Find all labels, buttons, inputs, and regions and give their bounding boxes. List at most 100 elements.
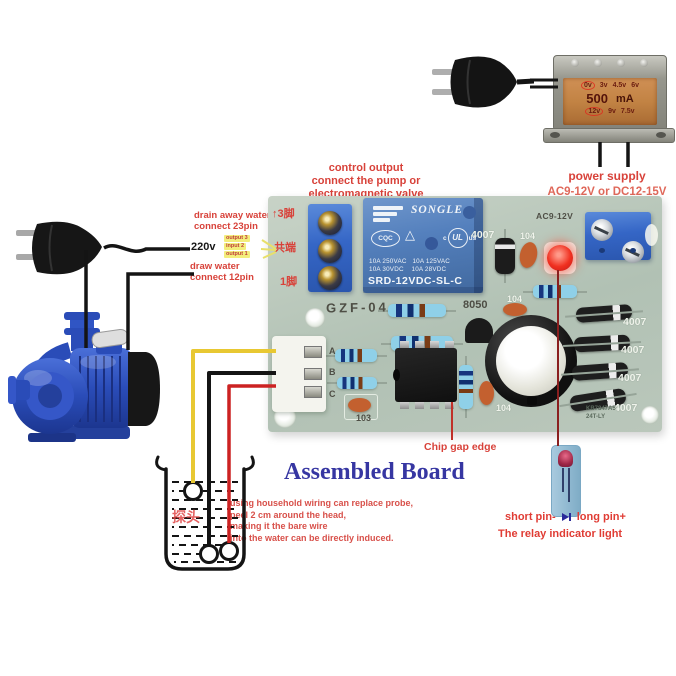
tap-9v: 9v: [608, 108, 616, 115]
tap-3v: 3v: [599, 82, 608, 89]
diode-label: 4007: [618, 372, 642, 384]
beaker-outline: [164, 467, 246, 571]
ac-terminal-block: [585, 212, 651, 263]
probe-ring: [183, 481, 203, 501]
pin-polarity-row: short pin- long pin+: [505, 511, 626, 524]
power-led: [547, 245, 573, 271]
current-unit: mA: [615, 92, 634, 105]
transformer-taps-bottom: 12v 9v 7.5v: [563, 107, 657, 116]
mount-hole: [305, 308, 325, 328]
led-dome: [645, 224, 658, 246]
probe-ring: [199, 544, 219, 564]
wire-tags: output 3 input 2 output 1: [224, 235, 250, 259]
cap-104-label: 104: [520, 231, 536, 241]
transformer-current: 500 mA: [563, 91, 657, 106]
board-date-code: KB7847A5 24T-LY: [586, 406, 616, 420]
relay-brand: SONGLE: [411, 204, 464, 216]
ceramic-cap: [517, 240, 540, 270]
songle-logo-icon: [373, 206, 405, 224]
tag-output-3: output 3: [224, 235, 250, 242]
title-assembled-board: Assembled Board: [284, 459, 465, 485]
probe-cn-label: 探头: [172, 509, 200, 525]
transformer-mount-hole: [656, 132, 666, 138]
terminal-screw: [318, 266, 342, 290]
tap-7-5v: 7.5v: [620, 108, 635, 115]
relay: SONGLE CQC △ c UL us 10A 250VAC 10A 125V…: [363, 198, 483, 293]
tap-12v: 12v: [585, 107, 604, 116]
terminal-screw: [591, 219, 613, 241]
pump-foot: [28, 433, 76, 442]
circuit-board: ↑3脚 共端 1脚 SONGLE CQC △ c UL: [268, 196, 662, 432]
resistor: [523, 285, 587, 298]
diode-label: 4007: [621, 344, 645, 356]
relay-indent-hole: [425, 237, 438, 250]
ceramic-cap: [479, 381, 494, 405]
water-beaker: 探头: [155, 455, 255, 571]
leader-power-supply: [598, 142, 630, 167]
mount-hole: [641, 406, 659, 424]
ac-input-label: AC9-12V: [536, 211, 574, 221]
cap-103-label: 103: [356, 413, 372, 423]
tag-input-2: input 2: [224, 243, 247, 250]
label-relay-indicator: The relay indicator light: [498, 528, 623, 540]
pump-outlet-flange: [64, 312, 100, 320]
ul-mark-icon: c UL us: [443, 228, 476, 248]
probe-ring: [219, 541, 239, 561]
terminal-label-pin1: 1脚: [280, 276, 298, 288]
pin-label-c: C: [329, 389, 336, 399]
pin-label-a: A: [329, 346, 336, 356]
cap-104-label: 104: [496, 403, 512, 413]
transformer-bolt: [640, 59, 648, 67]
resistor: [378, 304, 456, 317]
label-long-pin: long pin+: [576, 511, 626, 523]
ceramic-cap: [348, 398, 371, 412]
relay-ratings-1: 10A 250VAC 10A 125VAC: [369, 258, 451, 265]
output-terminal-block: [308, 204, 352, 292]
transistor-label: 8050: [463, 299, 488, 311]
ceramic-cap: [503, 303, 527, 316]
transformer-bolt: [594, 59, 602, 67]
label-power-supply-spec: AC9-12V or DC12-15V: [547, 186, 667, 198]
transformer-taps-top: 0v 3v 4.5v 6v: [563, 81, 657, 90]
led-symbol-icon: [561, 513, 571, 522]
electrolytic-cap: [485, 315, 577, 407]
label-mains-voltage: 220v: [191, 241, 216, 253]
current-value: 500: [586, 91, 608, 106]
transistor: [465, 318, 493, 343]
relay-model: SRD-12VDC-SL-C: [368, 275, 463, 287]
resistor: [327, 377, 387, 389]
probe-connector: [272, 336, 326, 412]
transformer-bolt: [617, 59, 625, 67]
resistor: [325, 349, 387, 362]
terminal-label-pin3: ↑3脚: [272, 208, 295, 220]
tap-4-5v: 4.5v: [612, 82, 627, 89]
terminal-label-common: 共端: [274, 242, 296, 254]
transformer-base: [543, 128, 675, 143]
relay-ratings-2: 10A 30VDC 10A 28VDC: [369, 266, 447, 273]
indicator-led-icon: [558, 450, 573, 467]
transformer-label: 0v 3v 4.5v 6v 500 mA 12v 9v 7.5v: [563, 78, 657, 125]
label-chip-gap-edge: Chip gap edge: [424, 441, 497, 453]
diode: [495, 229, 515, 283]
indicator-blowup: [551, 445, 581, 517]
led-outline: [544, 242, 576, 274]
ic-dip8: [393, 341, 457, 409]
label-power-supply: power supply: [568, 169, 646, 183]
tap-6v: 6v: [631, 82, 639, 89]
relay-diode-label: 4007: [471, 229, 495, 241]
tag-output-1: output 1: [224, 251, 250, 258]
power-plug-top-icon: [432, 56, 534, 108]
wire-mains-input: [103, 244, 190, 253]
board-model: GZF-04: [325, 299, 389, 316]
power-plug-left-icon: [16, 221, 102, 275]
transformer-mount-hole: [550, 132, 560, 138]
transformer-bolt: [571, 59, 579, 67]
transformer: 0v 3v 4.5v 6v 500 mA 12v 9v 7.5v: [553, 55, 667, 131]
cap-104-label: 104: [507, 294, 523, 304]
tap-0v: 0v: [580, 81, 595, 90]
label-drain-away-water: drain away water connect 23pin: [194, 210, 271, 233]
label-short-pin: short pin-: [505, 511, 556, 523]
relay-top-hole: [463, 206, 476, 219]
label-draw-water: draw water connect 12pin: [190, 261, 254, 284]
